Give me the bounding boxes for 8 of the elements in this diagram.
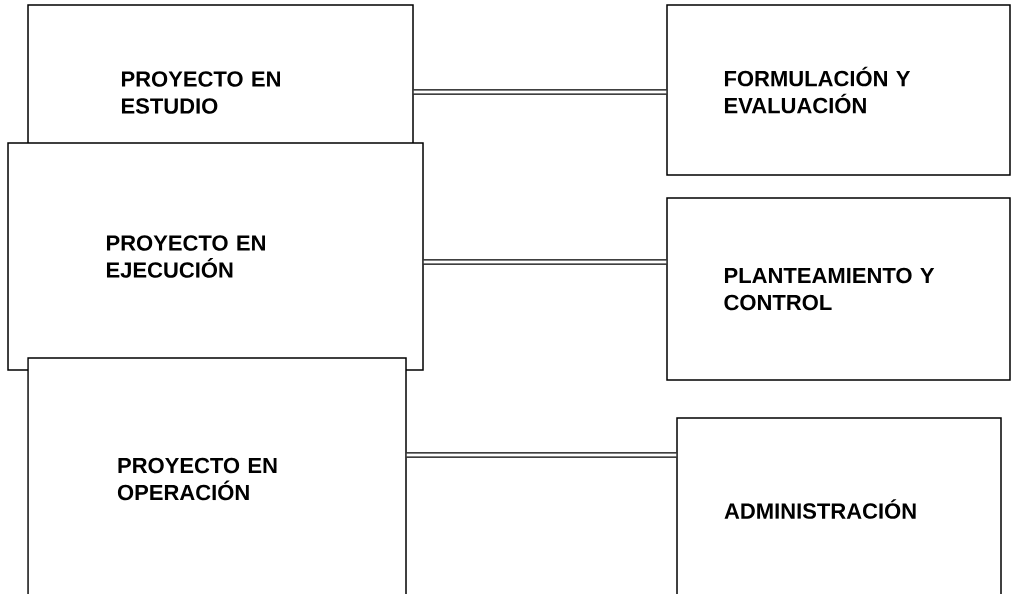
connector-line [413,89,667,95]
process-box: PROYECTO EN EJECUCIÓN [7,142,424,371]
connector-line [423,259,667,265]
process-box: ADMINISTRACIÓN [676,417,1002,594]
process-box: FORMULACIÓN Y EVALUACIÓN [666,4,1011,176]
connector-line [406,452,677,458]
process-box: PROYECTO EN OPERACIÓN [27,357,407,594]
process-box: PLANTEAMIENTO Y CONTROL [666,197,1011,381]
